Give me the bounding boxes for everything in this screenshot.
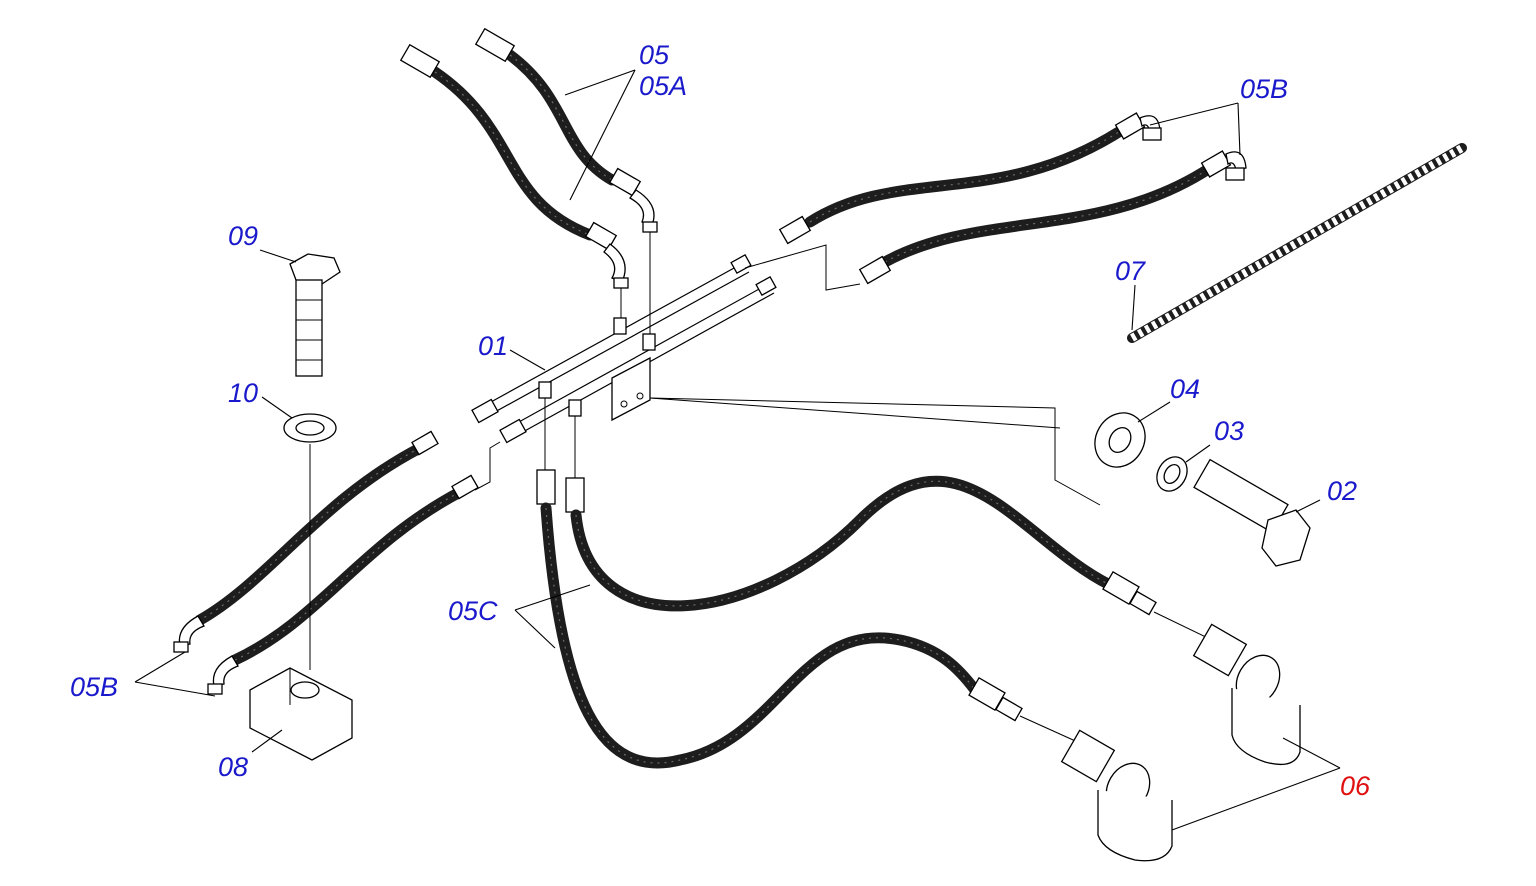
label-05[interactable]: 05 xyxy=(639,40,670,70)
label-05b-left[interactable]: 05B xyxy=(70,672,118,702)
label-07[interactable]: 07 xyxy=(1115,256,1146,286)
label-08[interactable]: 08 xyxy=(218,752,248,782)
clamp-08[interactable] xyxy=(249,667,353,761)
label-06[interactable]: 06 xyxy=(1340,771,1371,801)
label-04[interactable]: 04 xyxy=(1170,374,1200,404)
lock-washer-03[interactable] xyxy=(1151,451,1193,496)
label-05c[interactable]: 05C xyxy=(448,596,498,626)
quick-coupler-06[interactable] xyxy=(1019,611,1301,862)
washer-10[interactable] xyxy=(283,413,337,670)
hose-05c[interactable] xyxy=(536,398,1157,769)
hose-05b-right[interactable] xyxy=(778,112,1247,285)
hose-05[interactable] xyxy=(474,27,658,334)
leader-lines xyxy=(134,69,1341,831)
label-02[interactable]: 02 xyxy=(1327,476,1357,506)
pipe-assembly[interactable] xyxy=(471,244,861,491)
washer-04[interactable] xyxy=(1085,404,1155,476)
label-05a[interactable]: 05A xyxy=(639,71,687,101)
bracket-leader xyxy=(649,397,1101,506)
bolt-09[interactable] xyxy=(289,253,341,377)
label-10[interactable]: 10 xyxy=(228,378,258,408)
hose-05a[interactable] xyxy=(399,43,629,318)
label-09[interactable]: 09 xyxy=(228,221,258,251)
spiral-wrap-07[interactable] xyxy=(1127,143,1467,343)
label-05b-top[interactable]: 05B xyxy=(1240,74,1288,104)
part-labels: 05 05A 05B 09 07 01 04 10 03 02 05C 05B … xyxy=(70,40,1371,801)
bolt-02[interactable] xyxy=(1193,458,1311,567)
label-01[interactable]: 01 xyxy=(478,331,508,361)
label-03[interactable]: 03 xyxy=(1214,416,1244,446)
hose-05b-left[interactable] xyxy=(173,430,479,695)
